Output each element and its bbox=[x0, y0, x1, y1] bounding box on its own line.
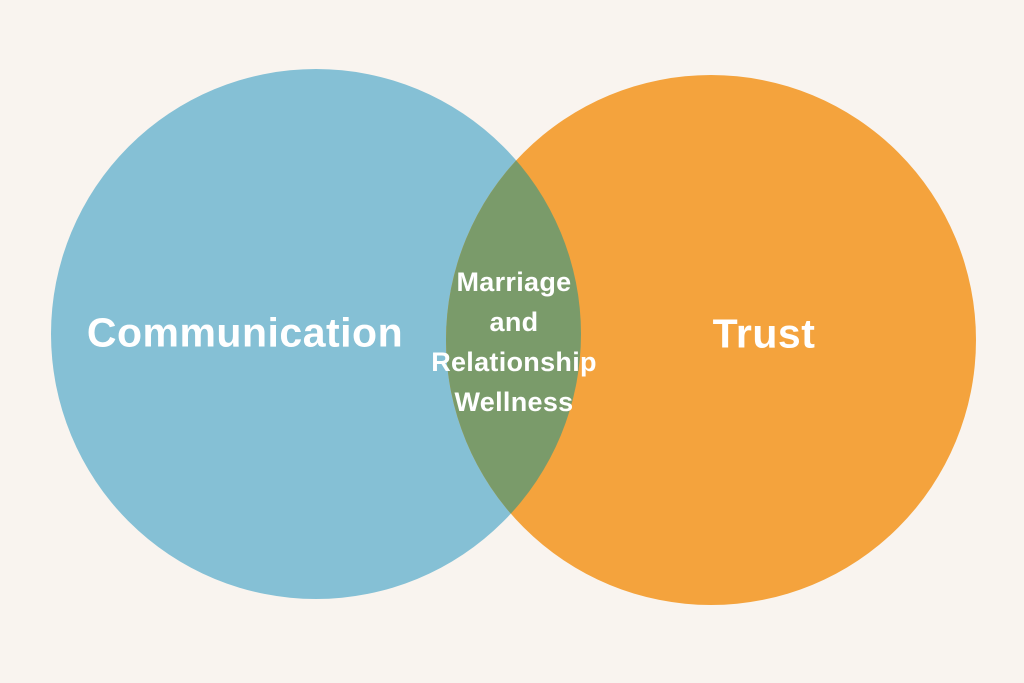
intersection-label-line-3: Relationship bbox=[431, 347, 597, 377]
intersection-label: Marriage and Relationship Wellness bbox=[431, 262, 597, 422]
intersection-label-line-4: Wellness bbox=[454, 387, 574, 417]
intersection-label-line-1: Marriage bbox=[456, 267, 572, 297]
communication-circle bbox=[51, 69, 581, 599]
trust-label: Trust bbox=[712, 310, 816, 357]
communication-label: Communication bbox=[86, 309, 404, 356]
intersection-label-line-2: and bbox=[489, 307, 539, 337]
trust-circle bbox=[446, 75, 976, 605]
